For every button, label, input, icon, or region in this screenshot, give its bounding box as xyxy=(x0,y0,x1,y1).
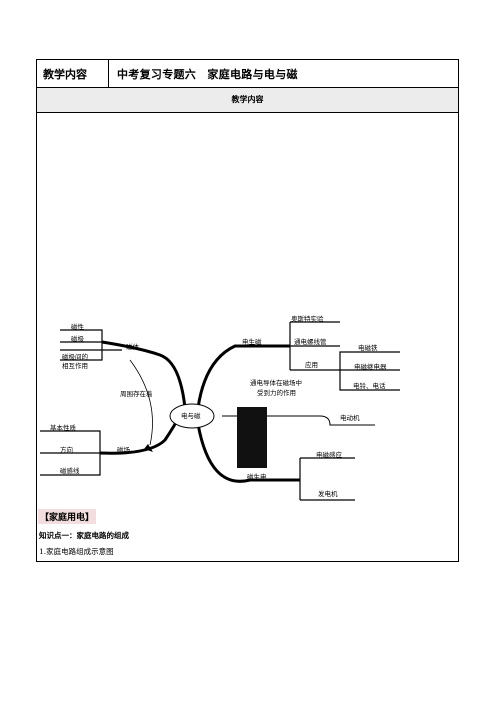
header-row: 教学内容 中考复习专题六 家庭电路与电与磁 xyxy=(37,60,458,88)
elec-to-mag-item-1: 奥斯特实验 xyxy=(291,315,324,323)
app-item-2: 电磁继电器 xyxy=(354,363,387,371)
header-cell-label: 教学内容 xyxy=(37,60,109,87)
section-title: 【家庭用电】 xyxy=(38,509,97,524)
force-text-2: 受到力的作用 xyxy=(257,389,296,397)
field-item-1: 基本性质 xyxy=(50,424,76,432)
field-item-2: 方向 xyxy=(60,446,73,454)
portrait-image xyxy=(237,407,267,468)
magnet-item-3a: 磁极间的 xyxy=(62,353,88,361)
header-label: 教学内容 xyxy=(43,68,87,81)
magnet-item-3b: 相互作用 xyxy=(62,362,88,370)
elec-to-mag-item-2: 通电螺线管 xyxy=(294,338,327,346)
center-node-label: 电与磁 xyxy=(181,412,201,420)
center-cloud-node xyxy=(169,403,215,429)
knowledge-point: 知识点一：家庭电路的组成 xyxy=(39,531,129,540)
subheader-row: 教学内容 xyxy=(37,88,458,113)
mag-to-elec-item-2: 发电机 xyxy=(318,490,338,498)
elec-to-mag-item-3: 应用 xyxy=(305,361,318,369)
magnet-item-1: 磁性 xyxy=(71,323,84,331)
field-item-3: 磁感线 xyxy=(60,467,80,475)
app-item-3: 电铃、电话 xyxy=(353,382,386,390)
app-item-1: 电磁铁 xyxy=(358,344,378,352)
field-hub-label: 磁场 xyxy=(117,446,130,454)
header-title: 中考复习专题六 家庭电路与电与磁 xyxy=(117,68,298,81)
subheader-label: 教学内容 xyxy=(231,95,264,104)
mag-to-elec-item-1: 电磁感应 xyxy=(316,451,342,459)
magnet-item-2: 磁极 xyxy=(71,335,84,343)
header-cell-title: 中考复习专题六 家庭电路与电与磁 xyxy=(109,60,458,87)
exists-around-label: 周围存在着 xyxy=(120,390,153,398)
content-table: 教学内容 中考复习专题六 家庭电路与电与磁 教学内容 xyxy=(36,59,459,562)
diagram-note: 1.家庭电路组成示意图 xyxy=(39,547,114,556)
elec-to-mag-hub-label: 电生磁 xyxy=(242,338,262,346)
force-text-1: 通电导体在磁场中 xyxy=(250,379,302,387)
motor-label: 电动机 xyxy=(340,414,360,422)
mag-to-elec-hub-label: 磁生电 xyxy=(247,473,267,481)
magnet-hub-label: 磁体 xyxy=(126,343,139,351)
